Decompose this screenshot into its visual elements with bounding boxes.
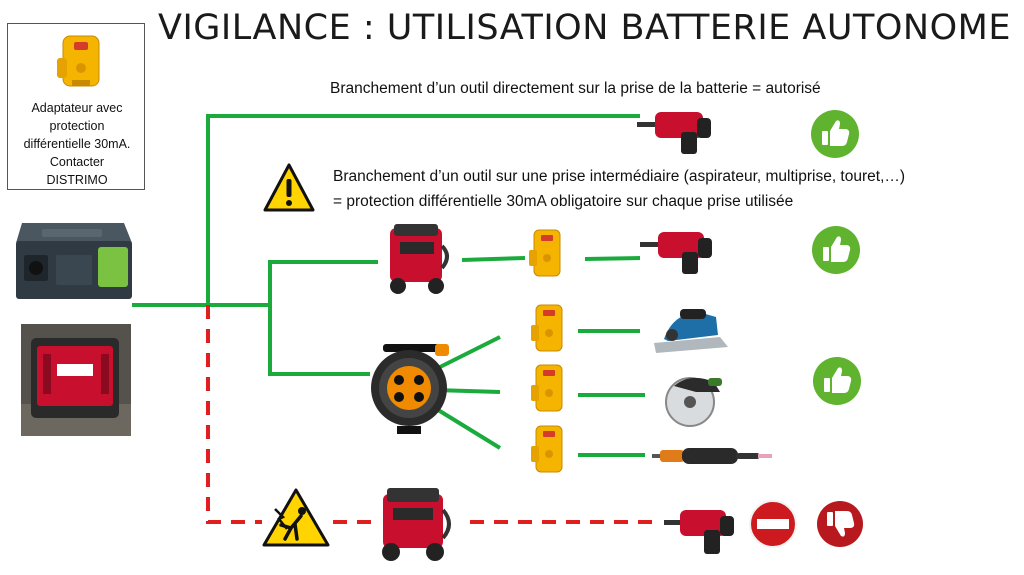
intermediate-connection-caption: Branchement d’un outil sur une prise int… xyxy=(333,164,905,214)
planer-icon xyxy=(654,309,728,353)
intermediate-caption-line2: = protection différentielle 30mA obligat… xyxy=(333,193,794,210)
adapter-note-line: Contacter xyxy=(49,155,105,169)
vacuum-cleaner-icon xyxy=(382,488,451,561)
forbidden-branch-line xyxy=(206,305,262,524)
adapter-note: Adaptateur avec protection différentiell… xyxy=(10,99,144,189)
adapter-note-line: DISTRIMO xyxy=(46,173,108,187)
cable-reel-icon xyxy=(371,344,449,434)
hammer-drill-direct-icon xyxy=(637,112,711,154)
hammer-drill-icon xyxy=(640,232,712,274)
thumbs-up-icon xyxy=(811,110,859,158)
thumbs-up-icon xyxy=(813,357,861,405)
adapter-note-line: protection xyxy=(49,119,105,133)
rcd-adapter-icon xyxy=(57,35,100,87)
adapter-note-line: différentielle 30mA. xyxy=(23,137,131,151)
adapter-info-box: Adaptateur avec protection différentiell… xyxy=(7,23,145,190)
direct-connection-caption: Branchement d’un outil directement sur l… xyxy=(330,80,821,97)
systainer-battery-icon xyxy=(16,223,132,299)
rcd-adapter-icon xyxy=(531,364,563,412)
hilti-battery-station-icon xyxy=(21,324,131,436)
hammer-drill-icon xyxy=(664,510,734,554)
straight-grinder-icon xyxy=(652,448,772,464)
warning-triangle-icon xyxy=(263,163,315,212)
rcd-adapter-icon xyxy=(531,425,563,473)
adapter-to-hammer-line xyxy=(584,256,641,261)
intermediate-caption-line1: Branchement d’un outil sur une prise int… xyxy=(333,168,906,185)
thumbs-up-icon xyxy=(812,226,860,274)
rcd-adapter-icon xyxy=(529,229,561,277)
rcd-adapter-icon xyxy=(531,304,563,352)
vacuum-branch-line xyxy=(268,260,378,305)
circular-saw-icon xyxy=(665,377,722,427)
page-title: VIGILANCE : UTILISATION BATTERIE AUTONOM… xyxy=(158,8,1011,48)
adapter-note-line: Adaptateur avec xyxy=(31,101,123,115)
vacuum-cleaner-icon xyxy=(390,224,449,294)
vacuum-to-adapter-line xyxy=(461,256,526,262)
reel-branch-line xyxy=(268,305,370,376)
electric-shock-warning-icon xyxy=(262,488,330,547)
no-entry-icon xyxy=(749,500,797,548)
thumbs-down-icon xyxy=(817,501,863,547)
